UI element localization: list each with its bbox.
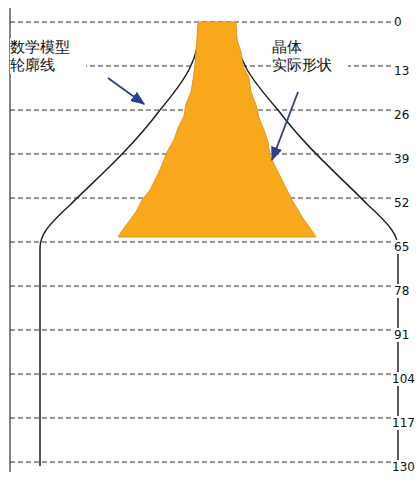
grid-line	[10, 242, 392, 243]
scale-number: 65	[393, 240, 410, 254]
callout-label: 数学模型 轮廓线	[10, 38, 86, 74]
grid-line	[10, 462, 392, 463]
scale-number: 52	[393, 196, 410, 210]
scale-number: 91	[393, 328, 410, 342]
leader-arrow	[108, 78, 144, 104]
grid-line	[10, 286, 392, 287]
scale-number: 78	[393, 284, 410, 298]
model-outline-left	[40, 22, 200, 466]
leader-arrow	[272, 92, 298, 160]
grid-line	[10, 330, 392, 331]
grid-lines	[10, 22, 392, 462]
callout-label: 晶体 实际形状	[272, 38, 348, 74]
scale-number: 0	[393, 15, 403, 29]
model-outline-right	[235, 22, 398, 466]
grid-line	[10, 374, 392, 375]
scale-number: 39	[393, 152, 410, 166]
scale-number: 130	[391, 460, 416, 474]
scale-number: 26	[393, 108, 410, 122]
scale-number: 104	[391, 372, 416, 386]
scale-number: 117	[391, 416, 416, 430]
scale-number: 13	[393, 64, 410, 78]
grid-line	[10, 418, 392, 419]
axis-line	[9, 8, 10, 472]
